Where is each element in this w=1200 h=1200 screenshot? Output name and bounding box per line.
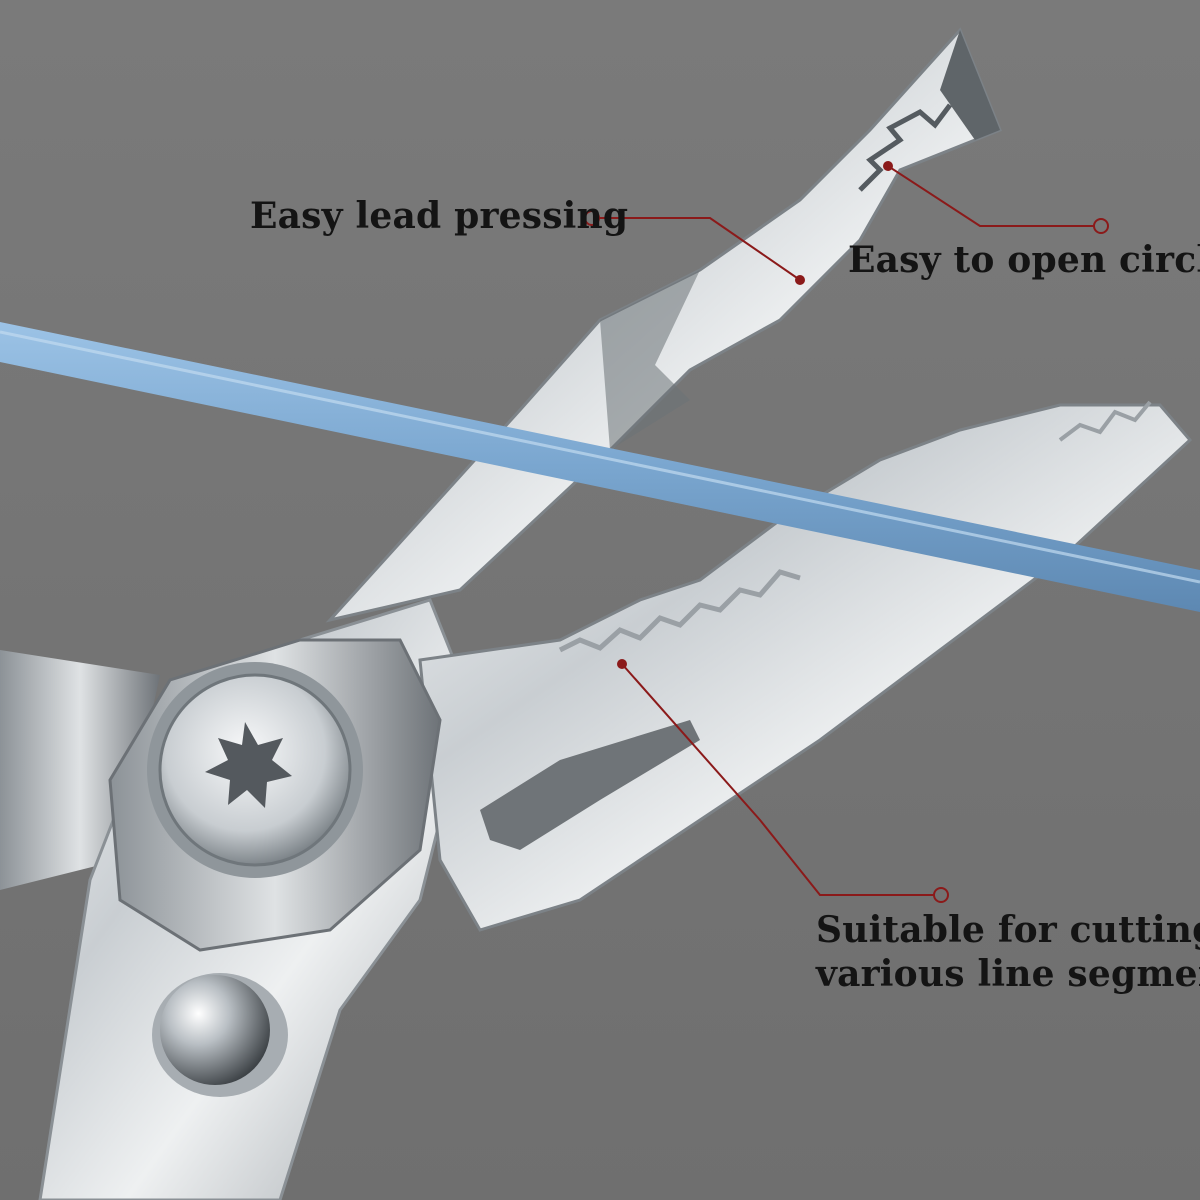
rivet-icon [152,973,288,1097]
callout-cutting-line1: Suitable for cutting [816,909,1200,951]
callout-lead-pressing: Easy lead pressing [250,195,629,237]
callout-open-circles: Easy to open circles [848,239,1200,281]
circle-marker-icon [584,161,1109,903]
callout-cutting-line2: various line segments [816,953,1200,995]
callout-cutting: Suitable for cutting various line segmen… [816,908,1200,996]
star-screw-icon [147,662,363,878]
leader-lines [598,165,1095,896]
